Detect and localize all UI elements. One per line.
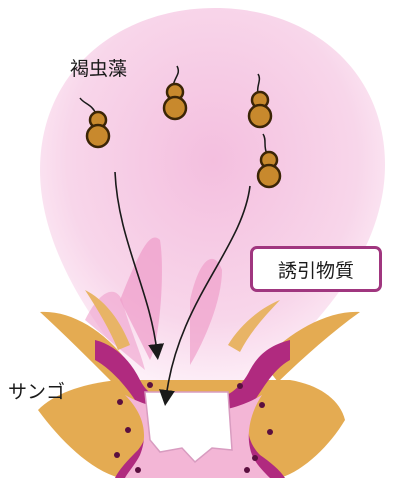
coral-label: サンゴ [8, 377, 65, 404]
attractant-label: 誘引物質 [278, 256, 354, 283]
zooxanthellae-label: 褐虫藻 [70, 54, 127, 81]
attractant-label-box: 誘引物質 [250, 246, 382, 292]
